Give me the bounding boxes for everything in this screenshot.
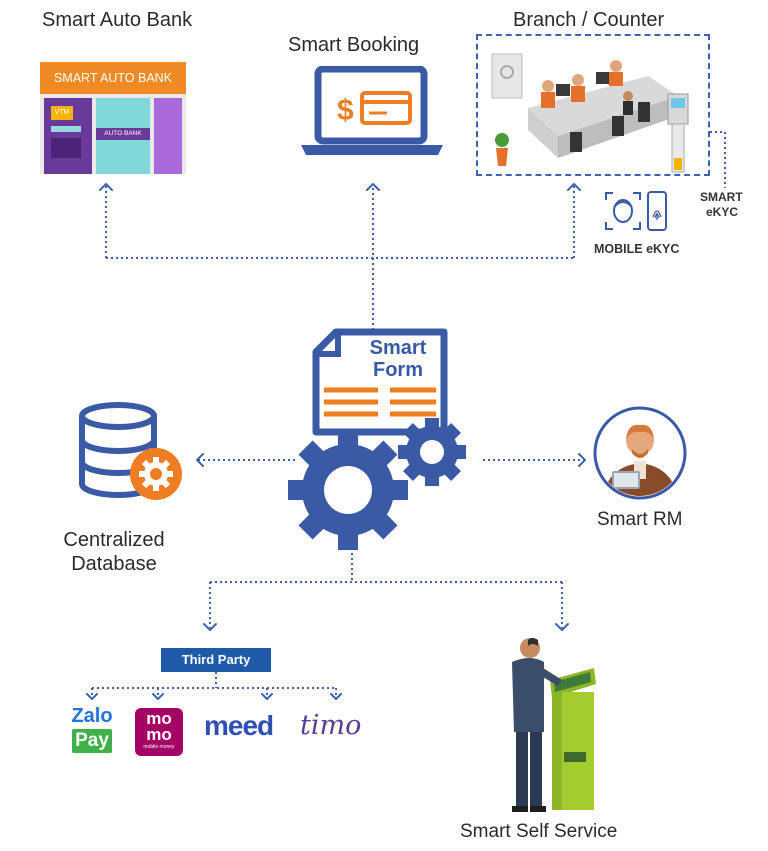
branch-counter-label: Branch / Counter [513, 9, 665, 31]
smart-form-title: Smart Form [369, 337, 427, 381]
mobile-ekyc-label: MOBILE eKYC [594, 242, 680, 256]
database-icon [79, 402, 182, 500]
branch-counter-image [476, 34, 710, 176]
smart-booking-label: Smart Booking [288, 34, 420, 56]
smart-auto-bank-label: Smart Auto Bank [42, 9, 193, 31]
vtm-screen: VTM [51, 106, 73, 120]
momo-logo: mo mo mobile money [135, 708, 183, 756]
centralized-database-label: Centralized Database [63, 529, 165, 575]
laptop-payment-icon: $ [301, 66, 443, 155]
atm-banner: SMART AUTO BANK [40, 62, 186, 94]
smart-self-service-label: Smart Self Service [460, 821, 618, 842]
meed-logo: meed [204, 710, 274, 741]
auto-bank-text: AUTO BANK [96, 128, 150, 140]
smart-form-gears-icon [288, 328, 466, 550]
smart-rm-label: Smart RM [597, 509, 683, 530]
self-service-kiosk-illustration [512, 638, 596, 812]
mobile-ekyc-icon [605, 191, 667, 231]
svg-text:$: $ [337, 94, 354, 127]
vtm-unit: VTM [44, 98, 92, 174]
branch-office-illustration [491, 53, 689, 173]
timo-logo: timo [300, 710, 362, 741]
zalopay-logo: Zalo Pay [71, 705, 113, 753]
third-party-badge: Third Party [161, 648, 271, 672]
auto-bank-unit: AUTO BANK [96, 98, 150, 174]
smart-ekyc-label: SMART eKYC [700, 190, 743, 219]
relationship-manager-avatar [593, 406, 687, 500]
atm-machine-image: SMART AUTO BANK VTM AUTO BANK [40, 62, 186, 174]
